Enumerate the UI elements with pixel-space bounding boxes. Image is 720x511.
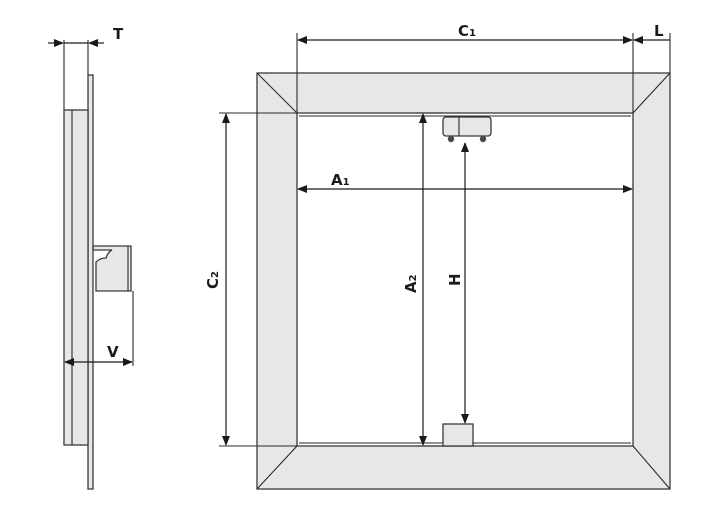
side-view: T V bbox=[48, 25, 134, 490]
side-front-plate bbox=[87, 74, 94, 490]
lock-screw-left bbox=[447, 135, 455, 143]
side-lock bbox=[92, 245, 132, 292]
hinge-block bbox=[442, 423, 474, 447]
label-h: H bbox=[446, 273, 464, 286]
lock-screw-right bbox=[479, 135, 487, 143]
miter-top-left bbox=[256, 72, 298, 114]
label-c2: C2 bbox=[204, 271, 222, 289]
miter-top-right bbox=[632, 72, 671, 114]
label-l: L bbox=[654, 22, 664, 40]
miter-bottom-left bbox=[256, 445, 298, 490]
label-a2: A2 bbox=[402, 274, 420, 293]
lock-body bbox=[442, 116, 492, 137]
side-profile-body bbox=[63, 109, 89, 446]
label-a1: A1 bbox=[331, 171, 350, 189]
label-v: V bbox=[107, 343, 119, 361]
miter-bottom-right bbox=[632, 445, 671, 490]
front-view: C1 L C2 A1 A2 H bbox=[204, 22, 671, 490]
label-c1: C1 bbox=[458, 22, 476, 40]
label-t: T bbox=[113, 25, 124, 43]
